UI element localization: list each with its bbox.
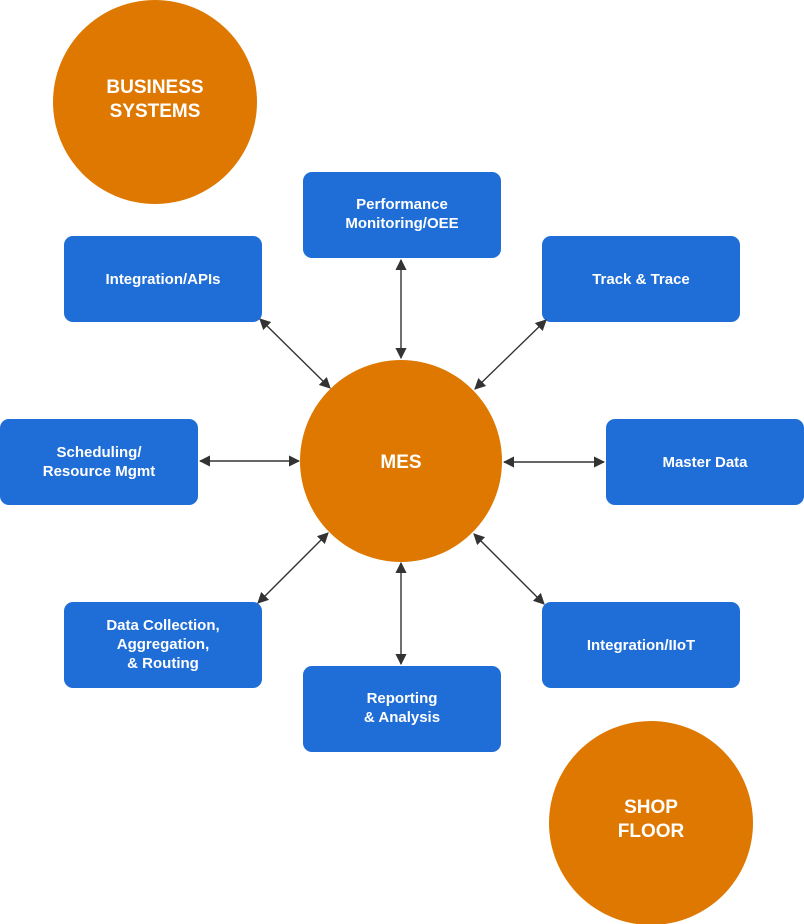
svg-text:Integration/IIoT: Integration/IIoT <box>587 637 695 654</box>
box-master-data: Master Data <box>606 419 804 505</box>
arrow-integration-iiot <box>473 533 545 605</box>
svg-text:Reporting& Analysis: Reporting& Analysis <box>364 690 440 726</box>
svg-text:Integration/APIs: Integration/APIs <box>105 271 220 288</box>
mes-circle: MES <box>300 360 502 562</box>
arrow-integration-apis <box>259 318 331 389</box>
box-track-trace: Track & Trace <box>542 236 740 322</box>
box-scheduling: Scheduling/Resource Mgmt <box>0 419 198 505</box>
box-integration-apis: Integration/APIs <box>64 236 262 322</box>
box-integration-iiot: Integration/IIoT <box>542 602 740 688</box>
svg-text:Data Collection,Aggregation,&: Data Collection,Aggregation,& Routing <box>106 617 219 672</box>
box-data-collection: Data Collection,Aggregation,& Routing <box>64 602 262 688</box>
arrow-track-trace <box>474 319 547 390</box>
svg-text:Master Data: Master Data <box>662 454 748 471</box>
arrow-data-collection <box>257 532 329 604</box>
svg-text:Scheduling/Resource Mgmt: Scheduling/Resource Mgmt <box>43 444 156 480</box>
svg-text:Track & Trace: Track & Trace <box>592 271 690 288</box>
svg-text:MES: MES <box>380 452 421 473</box>
box-reporting: Reporting& Analysis <box>303 666 501 752</box>
